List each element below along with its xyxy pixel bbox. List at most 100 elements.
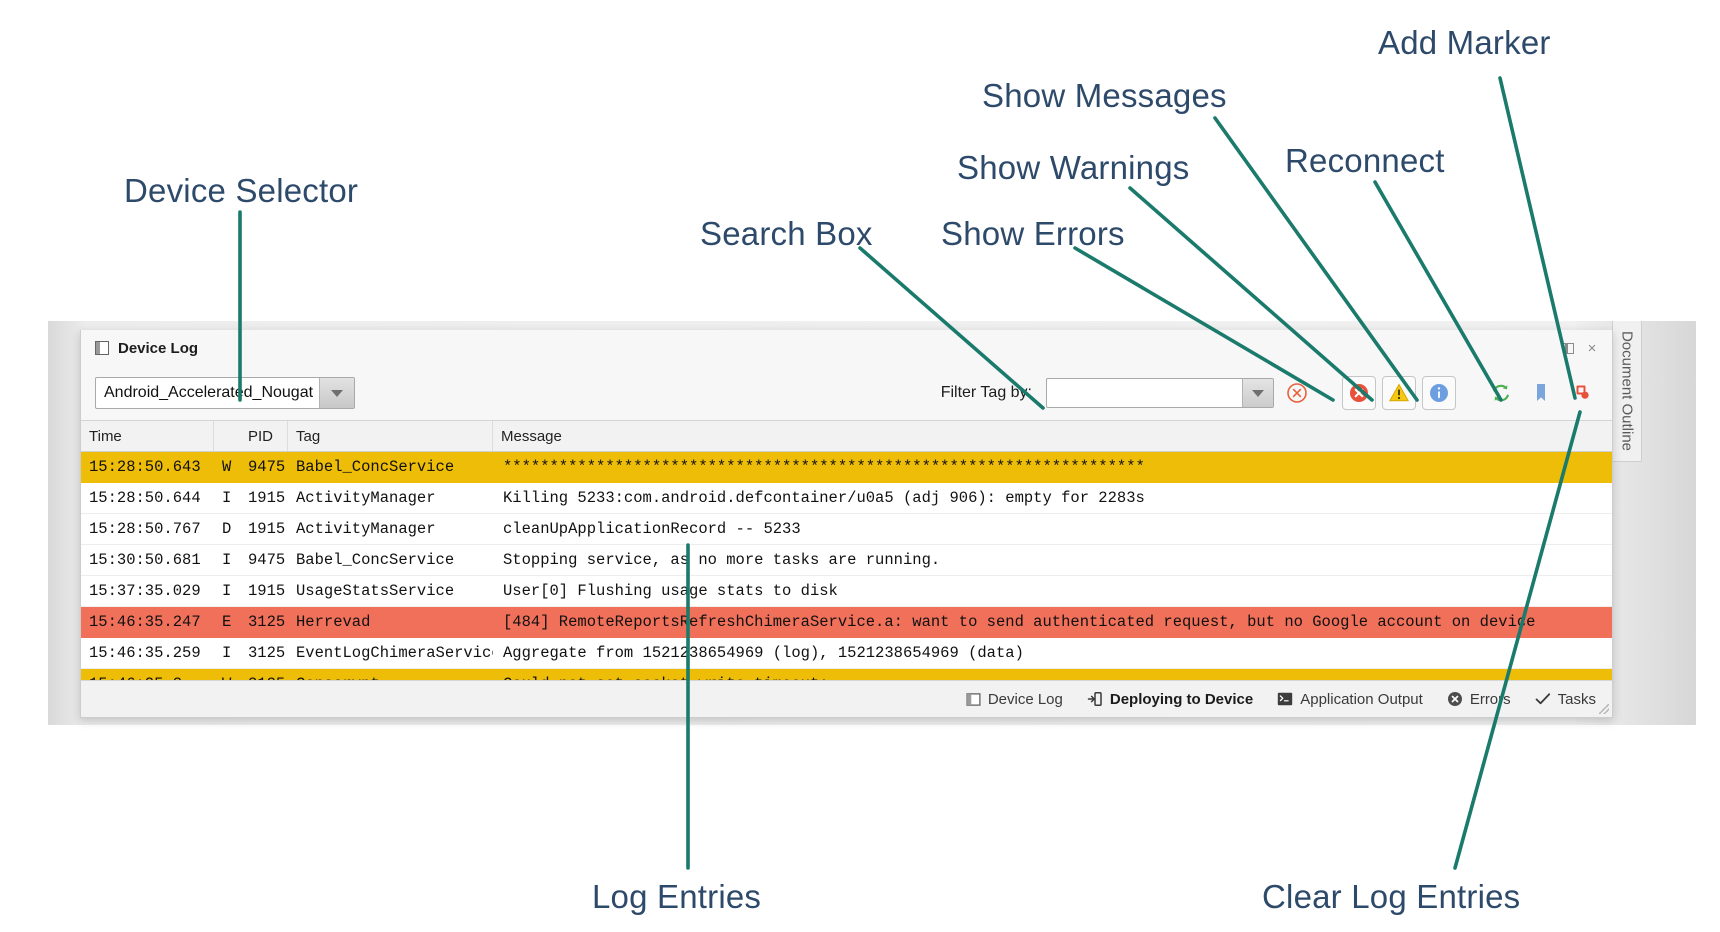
show-messages-button[interactable]	[1422, 376, 1456, 410]
annotation-device-selector: Device Selector	[124, 172, 359, 209]
log-cell: W	[214, 675, 240, 680]
panel-titlebar: Device Log ×	[81, 330, 1612, 366]
log-cell: User[0] Flushing usage stats to disk	[503, 582, 838, 600]
log-cell: [484] RemoteReportsRefreshChimeraService…	[503, 613, 1536, 631]
check-icon	[1535, 692, 1551, 706]
log-cell: 1915	[248, 520, 286, 538]
terminal-icon	[1277, 692, 1293, 706]
column-header-time[interactable]: Time	[81, 421, 214, 451]
log-cell: I	[222, 489, 232, 507]
search-input-value[interactable]	[1047, 379, 1242, 407]
log-cell: Conscrypt	[288, 675, 493, 680]
restore-icon[interactable]	[1558, 338, 1578, 358]
status-item-tasks[interactable]: Tasks	[1535, 691, 1596, 708]
table-row[interactable]: 15:46:35.3W3125ConscryptCould not set so…	[81, 669, 1612, 680]
circle-x-outline-icon	[1287, 383, 1307, 403]
column-header-message[interactable]: Message	[501, 427, 562, 445]
status-bar: Device Log Deploying to Device Application…	[81, 680, 1612, 717]
add-marker-button[interactable]	[1524, 376, 1558, 410]
log-cell: 15:28:50.767	[89, 520, 201, 538]
log-cell: E	[222, 613, 232, 631]
panel-icon	[966, 692, 981, 707]
log-cell: Killing 5233:com.android.defcontainer/u0…	[503, 489, 1145, 507]
log-cell: 1915	[248, 489, 286, 507]
error-badge-icon	[1447, 691, 1463, 707]
log-cell: 1915	[248, 582, 286, 600]
annotation-reconnect: Reconnect	[1285, 142, 1445, 179]
annotation-show-errors: Show Errors	[941, 215, 1125, 252]
log-cell: 15:46:35.259	[89, 644, 201, 662]
refresh-icon	[1493, 384, 1509, 402]
log-cell: I	[222, 582, 232, 600]
resize-grip[interactable]	[1599, 704, 1609, 714]
log-cell: Aggregate from 1521238654969 (log), 1521…	[503, 644, 1024, 662]
log-cell: 15:37:35.029	[89, 582, 201, 600]
info-circle-icon	[1430, 384, 1448, 402]
log-cell: 15:28:50.643	[89, 458, 201, 476]
log-cell: ActivityManager	[296, 520, 436, 538]
annotation-show-messages: Show Messages	[982, 77, 1227, 114]
status-item-device-log[interactable]: Device Log	[966, 691, 1063, 708]
annotation-clear-log-entries: Clear Log Entries	[1262, 878, 1521, 915]
search-input[interactable]	[1046, 378, 1274, 408]
log-cell: 15:30:50.681	[89, 551, 201, 569]
device-selector-value: Android_Accelerated_Nougat	[104, 384, 314, 401]
column-header-tag[interactable]: Tag	[288, 421, 493, 451]
clear-filter-button[interactable]	[1280, 376, 1314, 410]
filter-tag-label: Filter Tag by:	[940, 384, 1032, 401]
document-outline-tab[interactable]: Document Outline	[1612, 321, 1642, 462]
device-selector[interactable]: Android_Accelerated_Nougat	[95, 377, 355, 409]
log-cell: 15:46:35.3	[81, 675, 214, 680]
chevron-down-icon[interactable]	[1242, 379, 1273, 407]
panel-title: Device Log	[118, 339, 199, 357]
chevron-down-icon[interactable]	[319, 378, 354, 408]
status-item-label: Tasks	[1557, 690, 1596, 708]
log-cell: ActivityManager	[296, 489, 436, 507]
status-item-errors[interactable]: Errors	[1447, 691, 1511, 708]
column-header-pid[interactable]: PID	[240, 421, 288, 451]
table-row[interactable]: 15:28:50.644 I 1915 ActivityManager Killing …	[81, 483, 1612, 514]
clear-log-icon	[1576, 385, 1589, 399]
log-cell: Could not set socket write timeout:	[493, 675, 1612, 680]
clear-log-button[interactable]	[1564, 376, 1598, 410]
close-icon[interactable]: ×	[1587, 339, 1597, 357]
table-row[interactable]: 15:37:35.029 I 1915 UsageStatsService User[0…	[81, 576, 1612, 607]
status-item-deploying-to-device[interactable]: Deploying to Device	[1087, 691, 1253, 708]
log-table-header: Time PID Tag Message	[81, 421, 1612, 452]
status-item-label: Device Log	[987, 690, 1063, 708]
error-circle-icon	[1350, 384, 1368, 402]
status-item-application-output[interactable]: Application Output	[1277, 691, 1423, 708]
log-cell: 9475	[248, 551, 286, 569]
annotation-add-marker: Add Marker	[1378, 24, 1551, 61]
show-warnings-button[interactable]	[1382, 376, 1416, 410]
reconnect-button[interactable]	[1484, 376, 1518, 410]
bookmark-icon	[1537, 384, 1545, 401]
annotation-show-warnings: Show Warnings	[957, 149, 1190, 186]
status-item-label: Application Output	[1300, 690, 1423, 708]
log-cell: W	[222, 458, 232, 476]
log-cell: 15:28:50.644	[89, 489, 201, 507]
log-cell: I	[222, 551, 232, 569]
show-errors-button[interactable]	[1342, 376, 1376, 410]
log-cell: 3125	[248, 613, 286, 631]
annotation-log-entries: Log Entries	[592, 878, 762, 915]
column-header-level[interactable]	[214, 421, 240, 451]
document-outline-label: Document Outline	[1618, 330, 1636, 452]
log-cell: 9475	[248, 458, 286, 476]
device-log-toolbar: Android_Accelerated_Nougat Filter Tag by…	[81, 366, 1612, 420]
status-item-label: Deploying to Device	[1109, 690, 1254, 708]
warning-triangle-icon	[1388, 383, 1410, 402]
log-cell: UsageStatsService	[296, 582, 455, 600]
log-cell: Stopping service, as no more tasks are r…	[503, 551, 941, 569]
log-cell: cleanUpApplicationRecord -- 5233	[503, 520, 801, 538]
log-cell: Babel_ConcService	[296, 458, 455, 476]
device-log-panel: Device Log × Android_Accelerated_Nougat …	[80, 330, 1613, 718]
log-cell: EventLogChimeraService	[296, 644, 493, 662]
